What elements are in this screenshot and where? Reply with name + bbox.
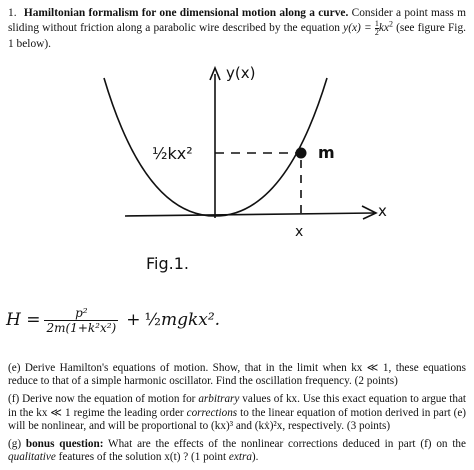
x-axis-arrow-icon <box>361 205 378 220</box>
question-e: (e) Derive Hamilton's equations of motio… <box>8 362 466 388</box>
x-axis-label: x <box>378 202 387 220</box>
mass-label: m <box>318 143 335 162</box>
x-point-label: x <box>295 224 303 240</box>
question-f: (f) Derive now the equation of motion fo… <box>8 393 467 432</box>
y-axis-arrow-icon <box>209 65 221 81</box>
intro-text: Consider a point mass m sliding without … <box>8 7 466 35</box>
question-g: (g) bonus question: What are the effects… <box>8 438 466 464</box>
half-sign: ½ <box>144 310 161 330</box>
hamiltonian-lhs: H = <box>6 310 41 330</box>
parabola-figure: y(x) x x m ½kx² Fig.1. <box>103 64 387 273</box>
height-label: ½kx² <box>152 144 193 163</box>
y-axis-label: y(x) <box>226 64 255 82</box>
potential-term: mgkx². <box>160 310 221 330</box>
kinetic-numerator: p² <box>75 305 88 320</box>
figure-caption: Fig.1. <box>146 254 189 273</box>
kinetic-fraction: p² 2m(1+k²x²) <box>44 305 119 335</box>
hamiltonian-equation: H = p² 2m(1+k²x²) + ½ mgkx². <box>6 300 220 340</box>
questions: (e) Derive Hamilton's equations of motio… <box>8 362 466 469</box>
intro-tail: (see figure Fig. 1 below). <box>8 22 466 50</box>
problem-number: 1. <box>8 7 17 19</box>
problem-intro: 1. Hamiltonian formalism for one dimensi… <box>8 7 466 50</box>
kinetic-denominator: 2m(1+k²x²) <box>44 319 119 335</box>
x-axis <box>124 212 375 217</box>
problem-title: Hamiltonian formalism for one dimensiona… <box>23 7 349 19</box>
intro-equation: y(x) = <box>343 22 375 35</box>
mass-point <box>295 147 307 159</box>
plus-sign: + <box>126 310 141 330</box>
